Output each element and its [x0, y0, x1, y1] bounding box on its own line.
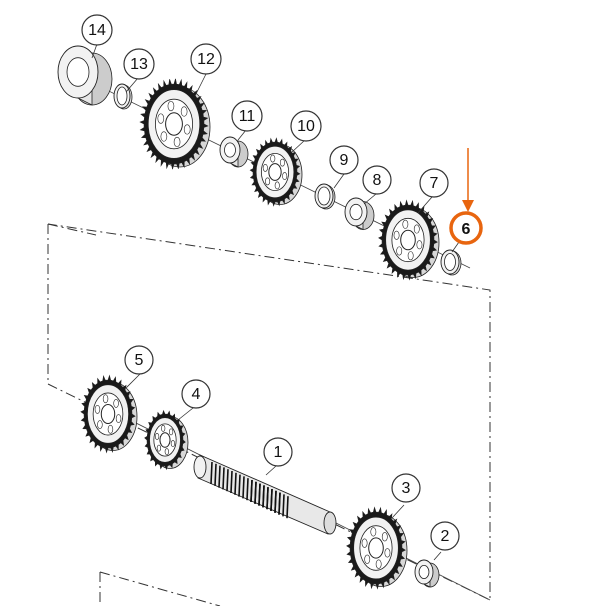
callout-8[interactable]: 8 — [362, 165, 392, 195]
gear-12 — [139, 78, 211, 170]
callout-7[interactable]: 7 — [419, 168, 449, 198]
gear-10 — [249, 137, 303, 207]
callout-10-label: 10 — [297, 118, 315, 135]
callout-9[interactable]: 9 — [329, 145, 359, 175]
assembly-outline — [47, 223, 491, 606]
callout-14-label: 14 — [88, 22, 106, 39]
callout-11-label: 11 — [239, 108, 256, 125]
parts-layer — [57, 45, 462, 590]
gear-7 — [378, 199, 440, 281]
callout-11[interactable]: 11 — [231, 100, 263, 132]
washer-6 — [440, 249, 462, 276]
callout-13[interactable]: 13 — [123, 48, 155, 80]
callout-2[interactable]: 2 — [430, 521, 460, 551]
bearing-14 — [57, 45, 113, 106]
callout-3-label: 3 — [402, 480, 411, 497]
bushing-11 — [219, 136, 249, 168]
callout-9-label: 9 — [340, 152, 349, 169]
callout-14[interactable]: 14 — [81, 14, 113, 46]
leader-lines — [91, 43, 460, 561]
callout-6-label: 6 — [462, 221, 471, 238]
gear-4 — [144, 409, 189, 471]
gear-5 — [80, 374, 138, 454]
bushing-8 — [344, 197, 375, 231]
ring-9 — [314, 183, 336, 210]
callout-6[interactable]: 6 — [449, 211, 483, 245]
callout-1-label: 1 — [274, 444, 283, 461]
callout-13-label: 13 — [130, 56, 148, 73]
callout-2-label: 2 — [441, 528, 450, 545]
gear-3 — [346, 506, 408, 590]
bushing-2 — [414, 559, 440, 588]
callout-5-label: 5 — [135, 352, 144, 369]
callout-3[interactable]: 3 — [391, 473, 421, 503]
callout-4-label: 4 — [192, 386, 201, 403]
callout-1[interactable]: 1 — [263, 437, 293, 467]
callout-7-label: 7 — [430, 175, 439, 192]
callout-8-label: 8 — [373, 172, 382, 189]
washer-13 — [113, 83, 133, 110]
callout-10[interactable]: 10 — [290, 110, 322, 142]
callout-12[interactable]: 12 — [190, 43, 222, 75]
callout-12-label: 12 — [197, 51, 215, 68]
callout-5[interactable]: 5 — [124, 345, 154, 375]
callout-4[interactable]: 4 — [181, 379, 211, 409]
shaft-1 — [193, 454, 337, 535]
